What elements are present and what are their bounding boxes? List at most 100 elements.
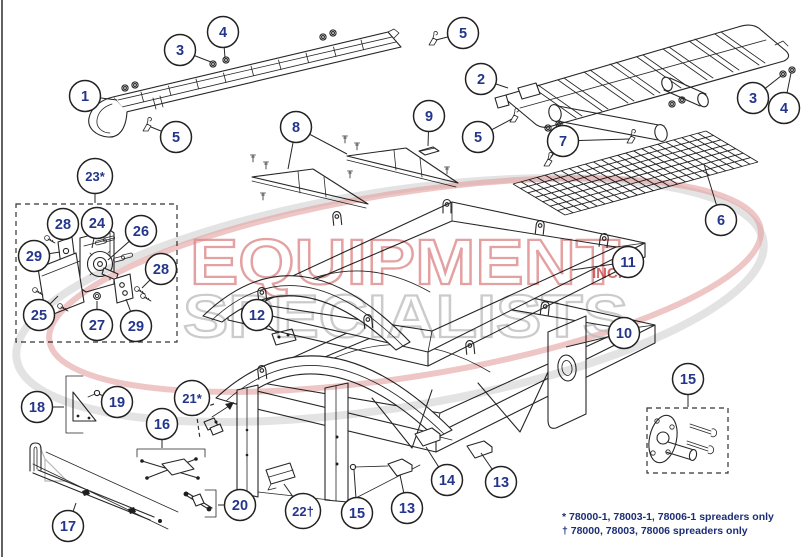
part-9-pad: [418, 146, 440, 156]
washer-icon: [788, 66, 796, 74]
callout-balloon-21-28: [144, 252, 178, 286]
bolt-icon: [250, 154, 256, 163]
callout-balloon-29-17: [51, 509, 85, 543]
part-2-top-screen: [494, 24, 796, 167]
grid-wire: [705, 130, 759, 163]
part-13-angle-bracket: [387, 458, 413, 477]
part-20-link: [183, 489, 217, 518]
callout-balloon-19-26: [124, 214, 158, 248]
cotter-pin-icon: [626, 129, 636, 144]
callout-number: 20: [232, 498, 248, 514]
callout-balloon-32-15: [340, 496, 374, 530]
bolt-icon: [354, 142, 360, 151]
washer-icon: [319, 33, 327, 41]
callout-number: 18: [29, 400, 45, 416]
callout-number: 21*: [182, 391, 202, 406]
callout-number: 29: [26, 249, 42, 265]
callout-number: 5: [172, 130, 180, 146]
callout-balloon-26-19: [100, 385, 134, 419]
callout-number: 15: [680, 372, 696, 388]
bolt-icon: [342, 135, 348, 144]
grid-wire: [535, 143, 729, 198]
grid-wire: [649, 146, 702, 178]
washer-icon: [131, 81, 139, 89]
callout-number: 3: [176, 43, 184, 59]
grid-wire: [569, 168, 622, 200]
callout-balloon-7-7: [546, 124, 580, 158]
callout-number: 12: [249, 308, 265, 324]
callout-number: 14: [439, 473, 455, 489]
part-19-bolt: [87, 389, 101, 398]
callout-balloon-11-8: [279, 110, 313, 144]
callout-balloon-4-5: [446, 16, 480, 50]
footnote-dagger: † 78000, 78003, 78006 spreaders only: [562, 525, 748, 537]
callout-number: 29: [128, 319, 144, 335]
callout-number: 28: [55, 217, 71, 233]
grid-wire: [665, 141, 719, 174]
grid-wire: [528, 179, 582, 211]
grid-wire: [625, 152, 678, 185]
cotter-pin-icon: [509, 108, 519, 123]
callout-balloon-2-4: [206, 15, 240, 49]
grid-wire: [641, 148, 694, 181]
callout-balloon-0-1: [68, 79, 102, 113]
footnote-star: * 78000-1, 78003-1, 78006-1 spreaders on…: [562, 511, 774, 523]
callout-balloon-36-15: [671, 362, 705, 396]
callout-balloon-1-3: [163, 33, 197, 67]
callout-balloon-34-14: [430, 463, 464, 497]
detail-box-15: [646, 407, 729, 474]
callout-number: 11: [620, 255, 635, 271]
callout-number: 28: [153, 262, 169, 278]
cotter-pin-icon: [142, 117, 152, 132]
grid-wire: [542, 148, 736, 203]
callout-balloon-10-6: [704, 203, 738, 237]
callout-balloon-13-11: [611, 245, 645, 279]
callout-balloon-6-5: [461, 120, 495, 154]
grid-wire: [689, 135, 743, 167]
bolt-icon: [263, 161, 269, 170]
callout-number: 16: [154, 417, 170, 433]
callout-balloon-16-23: [76, 157, 114, 195]
callout-number: 5: [474, 130, 482, 146]
callout-number: 7: [559, 134, 567, 150]
callout-balloon-14-12: [240, 298, 274, 332]
grid-wire: [512, 183, 566, 216]
part-16-linkage: [136, 448, 206, 480]
callout-balloon-8-3: [736, 81, 770, 115]
part-1-spill-guard: [88, 28, 438, 138]
callout-balloon-27-21: [173, 379, 211, 417]
callout-balloon-25-18: [20, 390, 54, 424]
callout-balloon-28-16: [145, 407, 179, 441]
callout-number: 22†: [292, 504, 314, 519]
callout-number: 4: [219, 25, 227, 41]
callout-number: 1: [81, 89, 89, 105]
cotter-pin-icon: [428, 31, 438, 46]
callout-number: 17: [60, 519, 76, 535]
washer-icon: [121, 84, 129, 92]
washer-icon: [222, 56, 230, 64]
callout-balloon-23-27: [80, 308, 114, 342]
callout-balloon-22-25: [22, 298, 56, 332]
part-22-deflector-plate: [265, 462, 296, 491]
watermark-line1: EQUIPMENT: [190, 226, 620, 298]
callout-number: 13: [399, 501, 415, 517]
washer-icon: [329, 29, 337, 37]
callout-balloon-3-5: [159, 120, 193, 154]
callout-number: 6: [717, 213, 725, 229]
bolt-icon: [444, 166, 450, 175]
callout-number: 26: [133, 224, 149, 240]
callout-balloon-5-2: [464, 62, 498, 96]
bolt-icon: [347, 170, 353, 179]
grid-wire: [681, 137, 735, 170]
footnotes: * 78000-1, 78003-1, 78006-1 spreaders on…: [562, 511, 774, 537]
grid-wire: [697, 132, 751, 165]
detail-box-23: [15, 203, 178, 343]
part-11-hopper-extension: [202, 198, 646, 367]
grid-wire: [527, 139, 721, 194]
callout-number: 19: [109, 395, 125, 411]
callout-balloon-31-22: [284, 492, 322, 530]
callout-number: 2: [477, 72, 485, 88]
callout-number: 9: [425, 109, 433, 125]
watermark-gray-swoosh: [12, 174, 768, 426]
